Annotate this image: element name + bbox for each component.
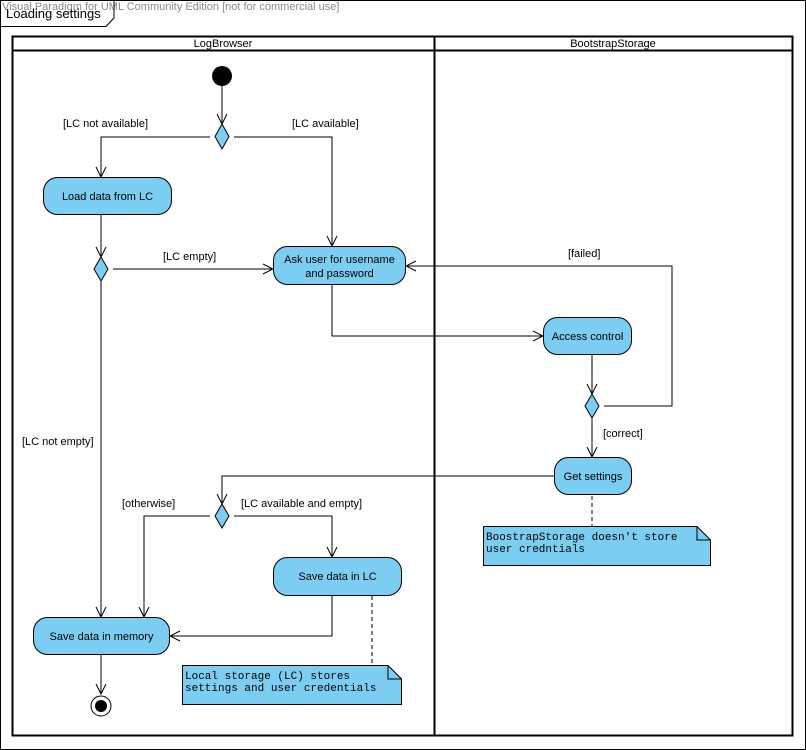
guard-lc-empty: [LC empty] (163, 251, 216, 263)
action-save-data-in-memory (33, 617, 170, 655)
note-local-line2: settings and user credentials (185, 683, 376, 695)
action-save-data-in-lc-label: Save data in LC (298, 571, 376, 583)
watermark-text: Visual Paradigm for UML Community Editio… (2, 1, 339, 13)
action-get-settings (554, 457, 632, 495)
action-ask-user-label-line2: and password (305, 268, 374, 280)
guard-failed: [failed] (568, 248, 600, 260)
action-save-data-in-lc (273, 557, 402, 596)
action-load-data-from-lc-label: Load data from LC (62, 191, 153, 203)
edge-failed (406, 266, 673, 407)
initial-node (212, 66, 232, 86)
edge-get-to-decision (222, 475, 554, 504)
edge-otherwise (144, 515, 210, 617)
lane-logbrowser-title: LogBrowser (194, 38, 253, 50)
note-bootstrap (483, 526, 711, 566)
decision-access-result (584, 393, 600, 419)
action-access-control-label: Access control (552, 331, 624, 343)
guard-lc-not-available: [LC not available] (63, 118, 148, 130)
action-ask-user (273, 246, 406, 285)
action-ask-user-label-line1: Ask user for username (284, 254, 395, 266)
decision-save-path (214, 503, 230, 529)
edge-save-lc-to-memory (170, 596, 333, 636)
edge-lc-not-available (101, 136, 210, 177)
frame-title: Loading settings (6, 6, 101, 21)
lane-bootstrapstorage-title: BootstrapStorage (570, 38, 656, 50)
note-bootstrap-line2: user credntials (486, 544, 585, 556)
edges (101, 86, 673, 694)
action-access-control (543, 317, 632, 355)
edge-lc-available-and-empty (234, 515, 332, 557)
note-local (182, 665, 402, 705)
guard-lc-available-and-empty: [LC available and empty] (241, 498, 362, 510)
guard-lc-available: [LC available] (292, 118, 359, 130)
note-bootstrap-line1: BoostrapStorage doesn't store (486, 532, 677, 544)
swimlane-container (11, 35, 794, 737)
action-get-settings-label: Get settings (564, 471, 623, 483)
decision-lc-empty (93, 256, 109, 282)
note-local-line1: Local storage (LC) stores (185, 671, 350, 683)
edge-ask-to-access (331, 285, 543, 336)
guard-lc-not-empty: [LC not empty] (22, 436, 94, 448)
guard-correct: [correct] (603, 428, 643, 440)
edge-lc-available (234, 136, 332, 246)
action-load-data-from-lc (43, 177, 172, 215)
frame-title-tab (0, 0, 115, 27)
final-node (90, 695, 112, 717)
action-save-data-in-memory-label: Save data in memory (50, 631, 154, 643)
decision-lc-availability (214, 122, 230, 151)
guard-otherwise: [otherwise] (122, 498, 175, 510)
